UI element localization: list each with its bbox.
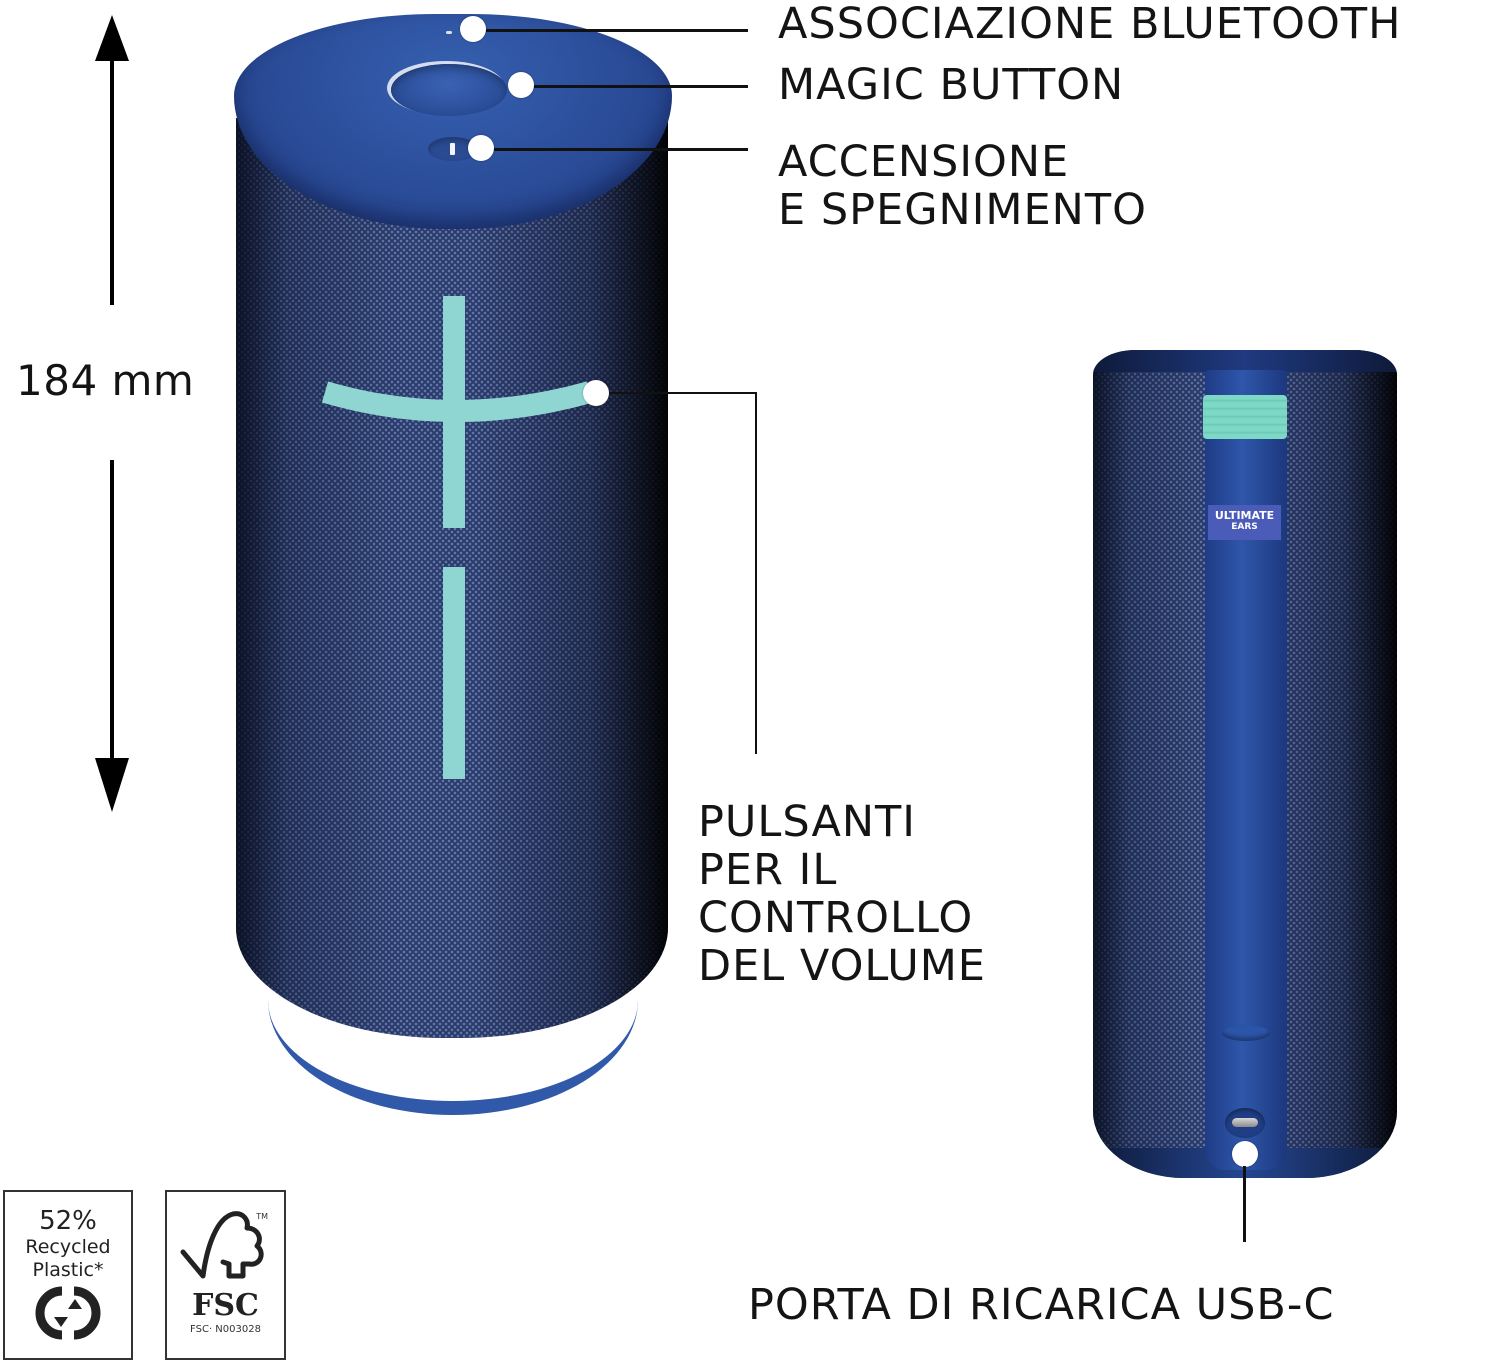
fsc-logo-text: FSC (192, 1288, 259, 1323)
callout-usb-c-label: PORTA DI RICARICA USB-C (748, 1280, 1335, 1330)
callout-volume-label: PULSANTI PER IL CONTROLLO DEL VOLUME (698, 797, 986, 991)
fsc-badge: TM FSC FSC· N003028 (165, 1190, 286, 1360)
plus-icon[interactable] (321, 296, 593, 528)
power-icon (450, 143, 455, 155)
minus-icon[interactable] (443, 567, 465, 779)
strap-loop[interactable] (1203, 395, 1287, 439)
magic-button-icon[interactable] (391, 64, 507, 116)
strap[interactable] (1205, 370, 1287, 1170)
recycled-line1: Recycled (25, 1236, 111, 1258)
callout-dot (508, 72, 534, 98)
recycled-percent: 52% (39, 1206, 97, 1236)
speaker-bottom-rim (268, 1000, 638, 1115)
height-arrow-icon (95, 15, 129, 812)
strap-clip (1222, 1025, 1270, 1041)
fsc-tree-check-icon (180, 1211, 264, 1279)
brand-tag-line1: ULTIMATE (1214, 509, 1275, 522)
callout-dot (468, 135, 494, 161)
back-top-band (1093, 350, 1397, 372)
fsc-code: FSC· N003028 (190, 1324, 261, 1335)
brand-tag: ULTIMATE EARS (1208, 505, 1281, 540)
callout-power-label: ACCENSIONE E SPEGNIMENTO (778, 137, 1147, 235)
callout-line (609, 392, 757, 394)
speaker-top-cap (234, 14, 672, 229)
callout-dot (460, 16, 486, 42)
callout-dot (583, 380, 609, 406)
recycle-arrows-icon (35, 1286, 101, 1340)
recycled-line2: Plastic* (32, 1259, 104, 1281)
callout-line (1243, 1166, 1246, 1242)
callout-line-vertical (755, 392, 757, 754)
callout-line (486, 29, 748, 32)
callout-line (534, 85, 748, 88)
height-label: 184 mm (16, 356, 195, 405)
bluetooth-indicator-icon[interactable] (446, 31, 452, 34)
callout-bluetooth-label: ASSOCIAZIONE BLUETOOTH (778, 0, 1402, 49)
recycled-plastic-badge: 52% Recycled Plastic* (3, 1190, 133, 1360)
callout-line (494, 148, 748, 151)
fsc-tm: TM (256, 1212, 268, 1221)
volume-controls (321, 296, 593, 779)
callout-magic-button-label: MAGIC BUTTON (778, 60, 1125, 110)
brand-tag-line2: EARS (1231, 522, 1258, 532)
usb-c-port-icon[interactable] (1225, 1108, 1265, 1138)
callout-dot (1232, 1141, 1258, 1167)
